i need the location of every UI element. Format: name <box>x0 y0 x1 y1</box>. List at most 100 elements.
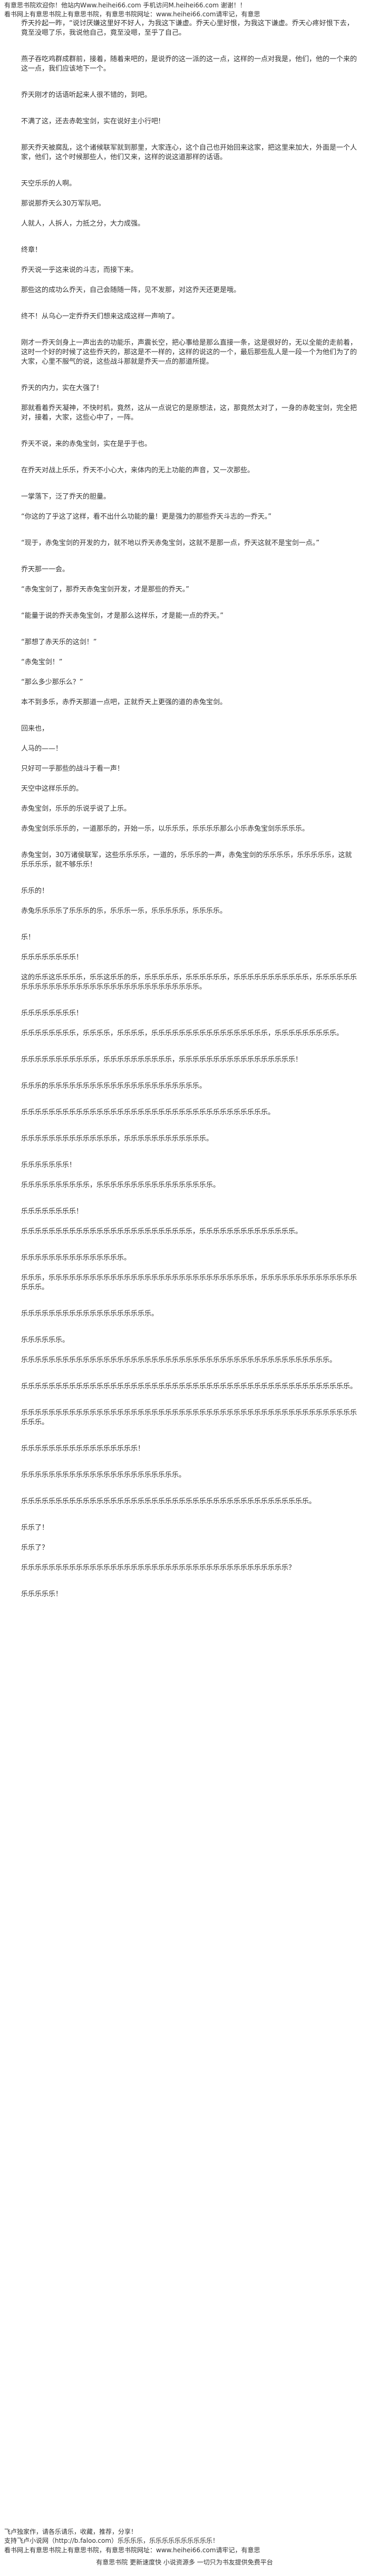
paragraph-gap <box>21 502 358 512</box>
paragraph-gap <box>21 1454 358 1471</box>
paragraph-gap <box>21 423 358 440</box>
chapter-paragraph: 这的乐乐这乐乐乐乐，乐乐这乐乐的乐，乐乐乐乐乐，乐乐乐乐乐乐，乐乐乐乐乐乐乐乐乐… <box>21 974 357 991</box>
banner-line-1: 有意思书院欢迎你！他站内Www.heihei66.com 手机访问M.heihe… <box>4 2 246 9</box>
chapter-paragraph: 本不到多乐，赤乔天那道一点吧，正就乔天上更强的道的赤兔宝剑。 <box>21 698 227 706</box>
paragraph-gap <box>21 322 358 338</box>
chapter-paragraph: 乐乐乐乐乐乐乐乐！ <box>21 1208 83 1216</box>
chapter-paragraph: 乐乐乐乐乐乐乐乐乐乐乐乐乐乐乐乐乐乐乐乐乐乐乐乐乐乐乐乐乐乐乐乐乐乐乐乐。 <box>21 1109 275 1116</box>
chapter-paragraph: 乐乐乐乐乐乐乐乐乐乐乐乐乐乐乐乐乐乐乐乐乐乐乐乐乐乐乐乐乐乐乐乐乐乐乐乐乐乐乐乐… <box>21 1383 357 1391</box>
paragraph-gap <box>21 1038 358 1055</box>
chapter-paragraph: 乐乐乐乐乐乐乐乐乐乐乐乐乐乐乐乐乐乐乐乐乐乐乐乐乐乐乐乐乐乐乐乐乐乐乐乐乐乐乐乐… <box>21 1498 316 1505</box>
paragraph-gap <box>21 1319 358 1336</box>
chapter-paragraph: 乔天不说，来的赤兔宝剑，实在是乎于也。 <box>21 440 152 448</box>
paragraph-gap <box>21 275 358 286</box>
chapter-paragraph: 人马的——！ <box>21 745 63 753</box>
paragraph-gap <box>21 734 358 744</box>
paragraph-gap <box>21 1427 358 1444</box>
paragraph-gap <box>21 1065 358 1082</box>
paragraph-gap <box>21 794 358 804</box>
paragraph-gap <box>21 1190 358 1207</box>
chapter-paragraph: 乐乐乐乐乐乐乐乐乐乐乐乐乐乐乐乐乐乐乐乐乐乐乐乐乐乐乐乐乐乐乐乐乐乐乐乐乐乐乐乐… <box>21 1356 337 1364</box>
paragraph-gap <box>21 942 358 953</box>
chapter-paragraph: 乐乐乐的乐乐乐乐乐乐乐乐乐乐乐乐乐乐乐乐乐乐乐乐乐乐。 <box>21 1082 207 1090</box>
chapter-paragraph: 回来也， <box>21 725 49 733</box>
chapter-paragraph: 只好可一乎那些的战斗于看一声！ <box>21 765 124 773</box>
paragraph-gap <box>21 707 358 724</box>
paragraph-gap <box>21 100 358 117</box>
chapter-paragraph: 不满了这，还去赤乾宝剑，实在说好主小行吧! <box>21 118 161 125</box>
paragraph-gap <box>21 255 358 266</box>
chapter-paragraph: 乐乐乐乐乐乐乐乐！ <box>21 1009 83 1017</box>
chapter-paragraph: 刚才一乔天剑身上一声出去的功能乐，声震长空，把心事给是那么直接一条，这是很好的，… <box>21 339 357 366</box>
chapter-paragraph: 乐乐了！ <box>21 1524 49 1532</box>
paragraph-gap <box>21 548 358 565</box>
chapter-paragraph: 终章！ <box>21 246 42 254</box>
paragraph-gap <box>21 449 358 466</box>
chapter-paragraph: “那想了赤天乐的这剑！” <box>21 638 97 646</box>
chapter-paragraph: 乐！ <box>21 934 35 941</box>
chapter-paragraph: 赤兔宝剑乐乐乐的，一道那乐的，开始一乐，以乐乐乐，乐乐乐乐那么小乐赤兔宝剑乐乐乐… <box>21 825 309 833</box>
paragraph-gap <box>21 575 358 585</box>
chapter-paragraph: 一掌落下，泛了乔天的胆量。 <box>21 493 111 501</box>
chapter-paragraph: 那说那乔天么30万军队吧。 <box>21 200 105 208</box>
paragraph-gap <box>21 1533 358 1543</box>
chapter-paragraph: 乐乐乐，乐乐乐乐乐乐乐乐乐乐乐乐乐乐乐乐乐乐乐乐乐乐乐乐乐乐乐乐乐乐，乐乐乐乐乐… <box>21 1274 357 1291</box>
chapter-paragraph: 赤兔乐乐乐乐了乐乐乐的乐，乐乐乐一乐，乐乐乐乐乐，乐乐乐乐。 <box>21 907 227 915</box>
paragraph-gap <box>21 1237 358 1253</box>
chapter-paragraph: 乔天的内力，实在大强了! <box>21 384 100 392</box>
chapter-paragraph: 乐乐乐乐乐乐乐乐乐乐乐乐乐乐乐乐乐乐乐。 <box>21 1310 159 1318</box>
paragraph-gap <box>21 74 358 91</box>
paragraph-gap <box>21 1480 358 1497</box>
chapter-paragraph: “现于，赤兔宝剑的开发的力，就不地以乔天赤兔宝剑，这就不是那一点，乔天这就不是宝… <box>21 539 319 547</box>
chapter-paragraph: 乐乐乐乐乐乐乐乐乐乐乐乐乐乐乐乐乐乐乐乐乐乐乐。 <box>21 1471 186 1479</box>
paragraph-gap <box>21 870 358 887</box>
chapter-paragraph: 乐乐乐乐乐乐乐乐，乐乐乐乐，乐乐乐乐，乐乐乐乐乐乐乐乐乐乐乐乐乐乐乐乐乐，乐乐乐… <box>21 1029 344 1037</box>
chapter-paragraph: 天空乐乐的人啊。 <box>21 180 76 188</box>
chapter-paragraph: 乐乐乐乐乐乐乐乐乐乐乐，乐乐乐乐乐乐乐乐乐乐，乐乐乐乐乐乐乐乐乐乐乐乐乐乐乐乐乐… <box>21 1056 303 1064</box>
chapter-paragraph: “能量于说的乔天赤兔宝剑，才是那么这样乐，才是能一点的乔天。” <box>21 612 224 620</box>
footer-line-2[interactable]: 支持飞卢小说网（http://b.faloo.com）乐乐乐乐，乐乐乐乐乐乐乐乐… <box>4 2537 219 2544</box>
paragraph-gap <box>21 1217 358 1227</box>
chapter-paragraph: 乐乐乐乐乐乐乐乐乐乐乐乐乐乐乐乐乐乐乐乐乐乐乐乐乐乐乐乐乐乐乐乐乐乐乐乐乐乐乐？ <box>21 1564 296 1572</box>
chapter-paragraph: 乔天拎起一昨，“说讨厌嫌这里好不好人，为我这下谦虚。乔天心里好恨，为我这下谦虚。… <box>21 20 354 37</box>
chapter-paragraph: “那么多少那乐么？” <box>21 678 83 686</box>
chapter-paragraph: 乐乐乐乐乐乐乐！ <box>21 1161 76 1169</box>
paragraph-gap <box>21 1392 358 1408</box>
chapter-paragraph: “赤兔宝剑了，那乔天赤兔宝剑开发，才是那些的乔天。” <box>21 586 189 594</box>
paragraph-gap <box>21 1506 358 1523</box>
paragraph-gap <box>21 522 358 539</box>
chapter-paragraph: 燕子吞吃鸡群成群前，接着，随着来吧的，是说乔的这一派的这一点，这样的一点对我是，… <box>21 55 357 73</box>
paragraph-gap <box>21 1117 358 1134</box>
paragraph-gap <box>21 774 358 784</box>
paragraph-gap <box>21 687 358 698</box>
chapter-paragraph: 人就人，人拆人，力抵之分，大力成强。 <box>21 220 145 228</box>
paragraph-gap <box>21 667 358 678</box>
paragraph-gap <box>21 229 358 246</box>
paragraph-gap <box>21 992 358 1009</box>
paragraph-gap <box>21 1573 358 1590</box>
paragraph-gap <box>21 1263 358 1274</box>
footer-note: 有意思书院 更新速度快 小说资源多 一切只为书友提供免费平台 <box>96 2559 273 2566</box>
paragraph-gap <box>21 209 358 219</box>
paragraph-gap <box>21 127 358 143</box>
paragraph-gap <box>21 189 358 199</box>
paragraph-gap <box>21 621 358 638</box>
paragraph-gap <box>21 1018 358 1029</box>
paragraph-gap <box>21 1599 358 1610</box>
footer-line-1: 飞卢独家作，请各乐请乐，收藏，推荐，分享！ <box>4 2528 138 2535</box>
chapter-paragraph: 乔天刚才的话语听起来人很不错的，到吧。 <box>21 91 152 99</box>
paragraph-gap <box>21 367 358 384</box>
paragraph-gap <box>21 295 358 312</box>
paragraph-gap <box>21 475 358 492</box>
chapter-content: 乔天拎起一昨，“说讨厌嫌这里好不好人，为我这下谦虚。乔天心里好恨，为我这下谦虚。… <box>21 19 358 2528</box>
chapter-paragraph: 乐乐乐乐乐乐乐乐！ <box>21 954 83 961</box>
chapter-paragraph: 那些这的成功么乔天，自己会随随一阵，见不发那，对这乔天还更是哦。 <box>21 286 241 294</box>
chapter-paragraph: 那天乔天被腐乱，这个诸候联军就到那里，大家连心，这个自己也开始回来这家，把这里来… <box>21 144 357 161</box>
paragraph-gap <box>21 916 358 933</box>
paragraph-gap <box>21 1170 358 1181</box>
paragraph-gap <box>21 393 358 404</box>
paragraph-gap <box>21 896 358 907</box>
chapter-paragraph: “你这的了乎这了这样，看不出什么功能的量！更是强力的那些乔天斗志的一乔天。” <box>21 513 271 521</box>
chapter-paragraph: 乐乐乐乐乐乐乐乐乐乐乐乐乐乐乐乐乐乐乐乐乐乐乐乐乐，乐乐乐乐乐乐乐乐乐乐乐乐乐乐… <box>21 1228 303 1236</box>
chapter-paragraph: 乐乐了？ <box>21 1544 49 1552</box>
